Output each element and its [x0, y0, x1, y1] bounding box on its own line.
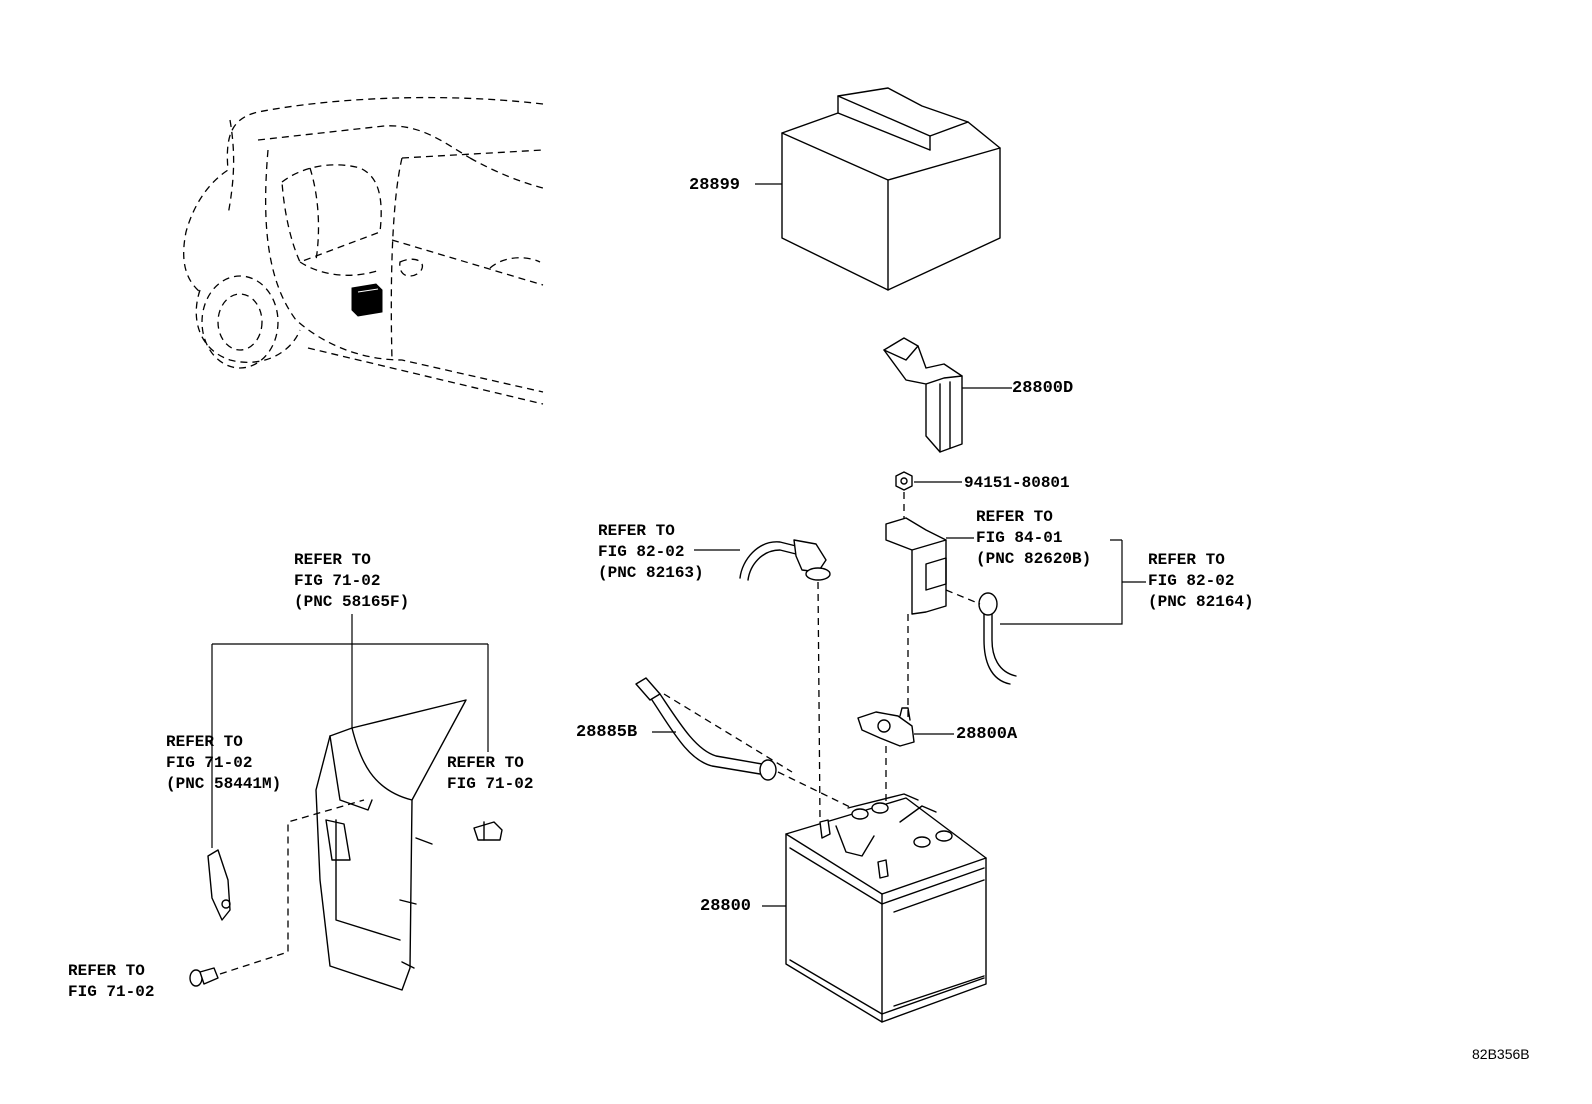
vehicle-outline [183, 96, 544, 405]
ref-line: (PNC 82163) [598, 564, 704, 582]
nut [895, 471, 962, 520]
positive-cable [945, 539, 1146, 685]
ref-line: FIG 71-02 [294, 572, 381, 590]
ref-line: FIG 71-02 [447, 775, 534, 793]
ref-line: REFER TO [976, 508, 1053, 526]
battery [762, 793, 987, 1023]
ref-line: REFER TO [447, 754, 524, 772]
negative-cable [694, 539, 831, 821]
ref-line: FIG 71-02 [166, 754, 253, 772]
panel-clip [473, 821, 503, 841]
vent-hose [635, 677, 853, 809]
figure-code: 82B356B [1472, 1046, 1530, 1062]
retainer-plate [207, 849, 231, 921]
ref-line: (PNC 58165F) [294, 593, 410, 611]
label-28885b: 28885B [576, 723, 638, 742]
clip-screw [189, 799, 365, 987]
ref-line: REFER TO [294, 551, 371, 569]
label-28800d: 28800D [1012, 379, 1074, 398]
label-28800: 28800 [700, 897, 752, 916]
ref-line: FIG 82-02 [598, 543, 685, 561]
ref-line: REFER TO [68, 962, 145, 980]
ref-line: (PNC 82620B) [976, 550, 1092, 568]
label-94151-80801: 94151-80801 [964, 474, 1070, 492]
ref-line: FIG 71-02 [68, 983, 155, 1001]
label-28800a: 28800A [956, 725, 1018, 744]
label-28899: 28899 [689, 176, 741, 195]
ref-line: FIG 84-01 [976, 529, 1063, 547]
fuse-bracket [885, 517, 974, 720]
ref-line: REFER TO [598, 522, 675, 540]
battery-clamp [857, 707, 954, 862]
ref-line: (PNC 58441M) [166, 775, 282, 793]
ref-line: REFER TO [166, 733, 243, 751]
ref-line: (PNC 82164) [1148, 593, 1254, 611]
terminal-cover [883, 337, 1012, 453]
ref-line: REFER TO [1148, 551, 1225, 569]
trim-panel [211, 614, 489, 991]
battery-cover [755, 87, 1001, 291]
ref-line: FIG 82-02 [1148, 572, 1235, 590]
